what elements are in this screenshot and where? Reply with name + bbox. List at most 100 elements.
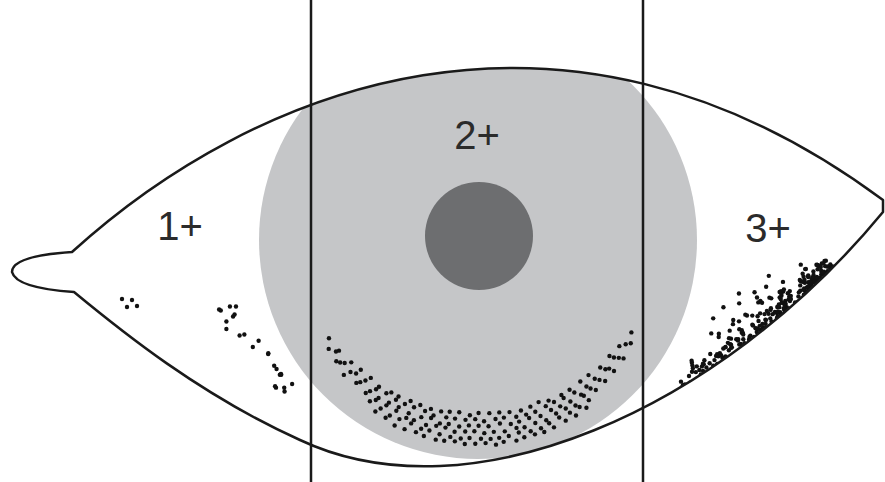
stain-dot (708, 372, 712, 376)
stain-dot (120, 297, 124, 301)
stain-dot (834, 275, 838, 279)
stain-dot (711, 368, 715, 372)
stain-dot (384, 403, 388, 407)
stain-dot (706, 391, 710, 395)
stain-dot (279, 372, 283, 376)
stain-dot (708, 384, 712, 388)
stain-dot (607, 354, 611, 358)
stain-dot (453, 439, 457, 443)
stain-dot (764, 318, 768, 322)
stain-dot (726, 366, 730, 370)
stain-dot (224, 327, 228, 331)
stain-dot (697, 379, 701, 383)
stain-dot (774, 341, 778, 345)
stain-dot (744, 346, 748, 350)
stain-dot (680, 426, 684, 430)
stain-dot (716, 380, 720, 384)
stain-dot (586, 373, 590, 377)
stain-dot (816, 301, 820, 305)
stain-dot (429, 407, 433, 411)
stain-dot (716, 354, 720, 358)
stain-dot (708, 395, 712, 399)
stain-dot (695, 408, 699, 412)
stain-dot (753, 326, 757, 330)
stain-dot (764, 335, 768, 339)
stain-dot (768, 380, 772, 384)
stain-dot (670, 425, 674, 429)
stain-dot (771, 346, 775, 350)
stain-dot (803, 297, 807, 301)
stain-dot (698, 408, 702, 412)
stain-dot (744, 380, 748, 384)
stain-dot (568, 410, 572, 414)
stain-dot (755, 314, 759, 318)
stain-dot (746, 374, 750, 378)
stain-dot (695, 416, 699, 420)
stain-dot (492, 430, 496, 434)
stain-dot (773, 345, 777, 349)
stain-dot (702, 393, 706, 397)
stain-dot (701, 399, 705, 403)
stain-dot (804, 300, 808, 304)
stain-dot (745, 365, 749, 369)
stain-dot (721, 346, 725, 350)
stain-dot (798, 335, 802, 339)
stain-dot (804, 316, 808, 320)
stain-dot (738, 408, 742, 412)
stain-dot (811, 290, 815, 294)
stain-dot (795, 314, 799, 318)
stain-dot (733, 400, 737, 404)
stain-dot (327, 336, 331, 340)
stain-dot (519, 408, 523, 412)
stain-dot (452, 430, 456, 434)
stain-dot (830, 283, 834, 287)
stain-dot (584, 384, 588, 388)
stain-dot (775, 339, 779, 343)
stain-dot (707, 361, 711, 365)
stain-dot (402, 427, 406, 431)
stain-dot (829, 284, 833, 288)
stain-dot (747, 345, 751, 349)
stain-dot (742, 348, 746, 352)
stain-dot (710, 386, 714, 390)
stain-dot (685, 394, 689, 398)
stain-dot (419, 426, 423, 430)
stain-dot (821, 261, 825, 265)
stain-dot (549, 408, 553, 412)
stain-dot (664, 427, 668, 431)
stain-dot (787, 337, 791, 341)
stain-dot (251, 345, 255, 349)
stain-dot (726, 388, 730, 392)
stain-dot (806, 298, 810, 302)
stain-dot (724, 396, 728, 400)
stain-dot (830, 288, 834, 292)
stain-dot (777, 343, 781, 347)
stain-dot (663, 432, 667, 436)
stain-dot (773, 324, 777, 328)
stain-dot (778, 347, 782, 351)
stain-dot (734, 374, 738, 378)
stain-dot (727, 394, 731, 398)
stain-dot (799, 262, 803, 266)
stain-dot (546, 398, 550, 402)
stain-dot (768, 316, 772, 320)
stain-dot (665, 427, 669, 431)
eye-outline (12, 68, 883, 466)
stain-dot (743, 379, 747, 383)
stain-dot (731, 357, 735, 361)
stain-dot (573, 403, 577, 407)
stain-dot (679, 407, 683, 411)
stain-dot (785, 341, 789, 345)
stain-dot (761, 340, 765, 344)
stain-dot (779, 292, 783, 296)
stain-dot (384, 391, 388, 395)
stain-dot (733, 359, 737, 363)
stain-dot (780, 349, 784, 353)
stain-dot (815, 300, 819, 304)
stain-dot (823, 305, 827, 309)
stain-dot (766, 357, 770, 361)
stain-dot (832, 279, 836, 283)
stain-dot (378, 406, 382, 410)
stain-dot (748, 360, 752, 364)
stain-dot (719, 396, 723, 400)
